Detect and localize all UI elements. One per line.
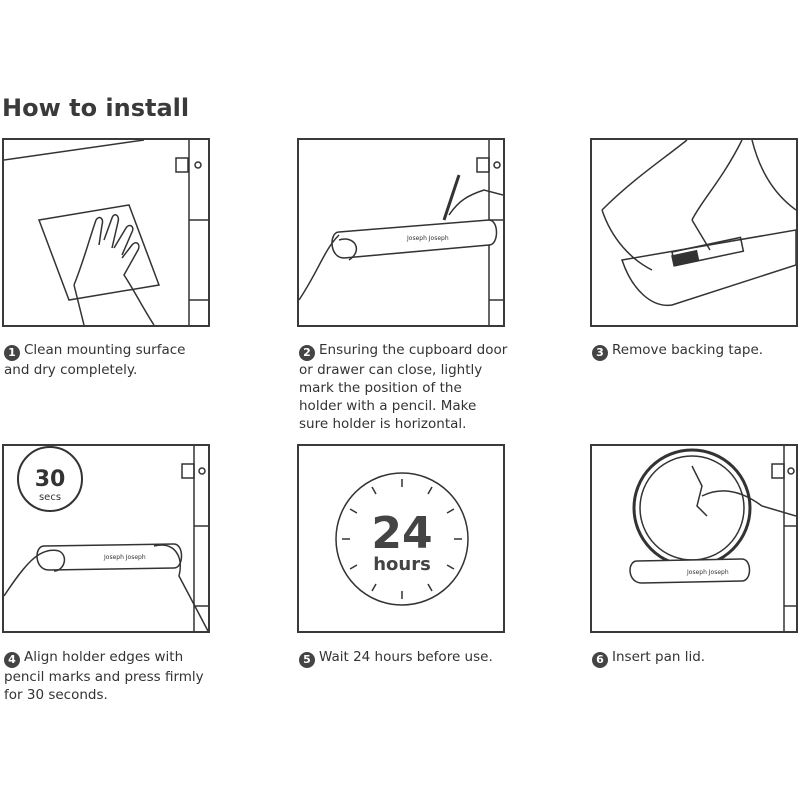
step-1-illustration <box>2 138 210 327</box>
svg-text:secs: secs <box>39 492 61 503</box>
holder-logo: Joseph Joseph <box>686 569 729 576</box>
svg-text:hours: hours <box>373 554 431 575</box>
clock-tick <box>446 564 455 570</box>
timer-icon <box>17 446 83 512</box>
step-number-badge: 2 <box>299 345 315 361</box>
step-6-illustration: Joseph Joseph <box>590 444 798 633</box>
holder-logo: Joseph Joseph <box>406 235 449 242</box>
step-2-illustration: Joseph Joseph <box>297 138 505 327</box>
step-4-illustration: 30 secs Joseph Joseph <box>2 444 210 633</box>
clock-icon <box>335 472 469 606</box>
svg-text:30: 30 <box>35 467 66 492</box>
step-number-badge: 6 <box>592 652 608 668</box>
step-5-illustration: 24 hours <box>297 444 505 633</box>
step-number-badge: 4 <box>4 652 20 668</box>
clock-tick <box>427 486 433 495</box>
step-number-badge: 3 <box>592 345 608 361</box>
step-3-illustration <box>590 138 798 327</box>
clock-tick <box>446 508 455 514</box>
clock-tick <box>371 583 377 592</box>
clock-tick <box>427 583 433 592</box>
step-number-badge: 1 <box>4 345 20 361</box>
step-number-badge: 5 <box>299 652 315 668</box>
holder-logo: Joseph Joseph <box>103 554 146 561</box>
page-title: How to install <box>2 94 190 122</box>
clock-tick <box>349 508 358 514</box>
svg-text:24: 24 <box>371 508 432 559</box>
clock-tick <box>371 486 377 495</box>
clock-tick <box>349 564 358 570</box>
